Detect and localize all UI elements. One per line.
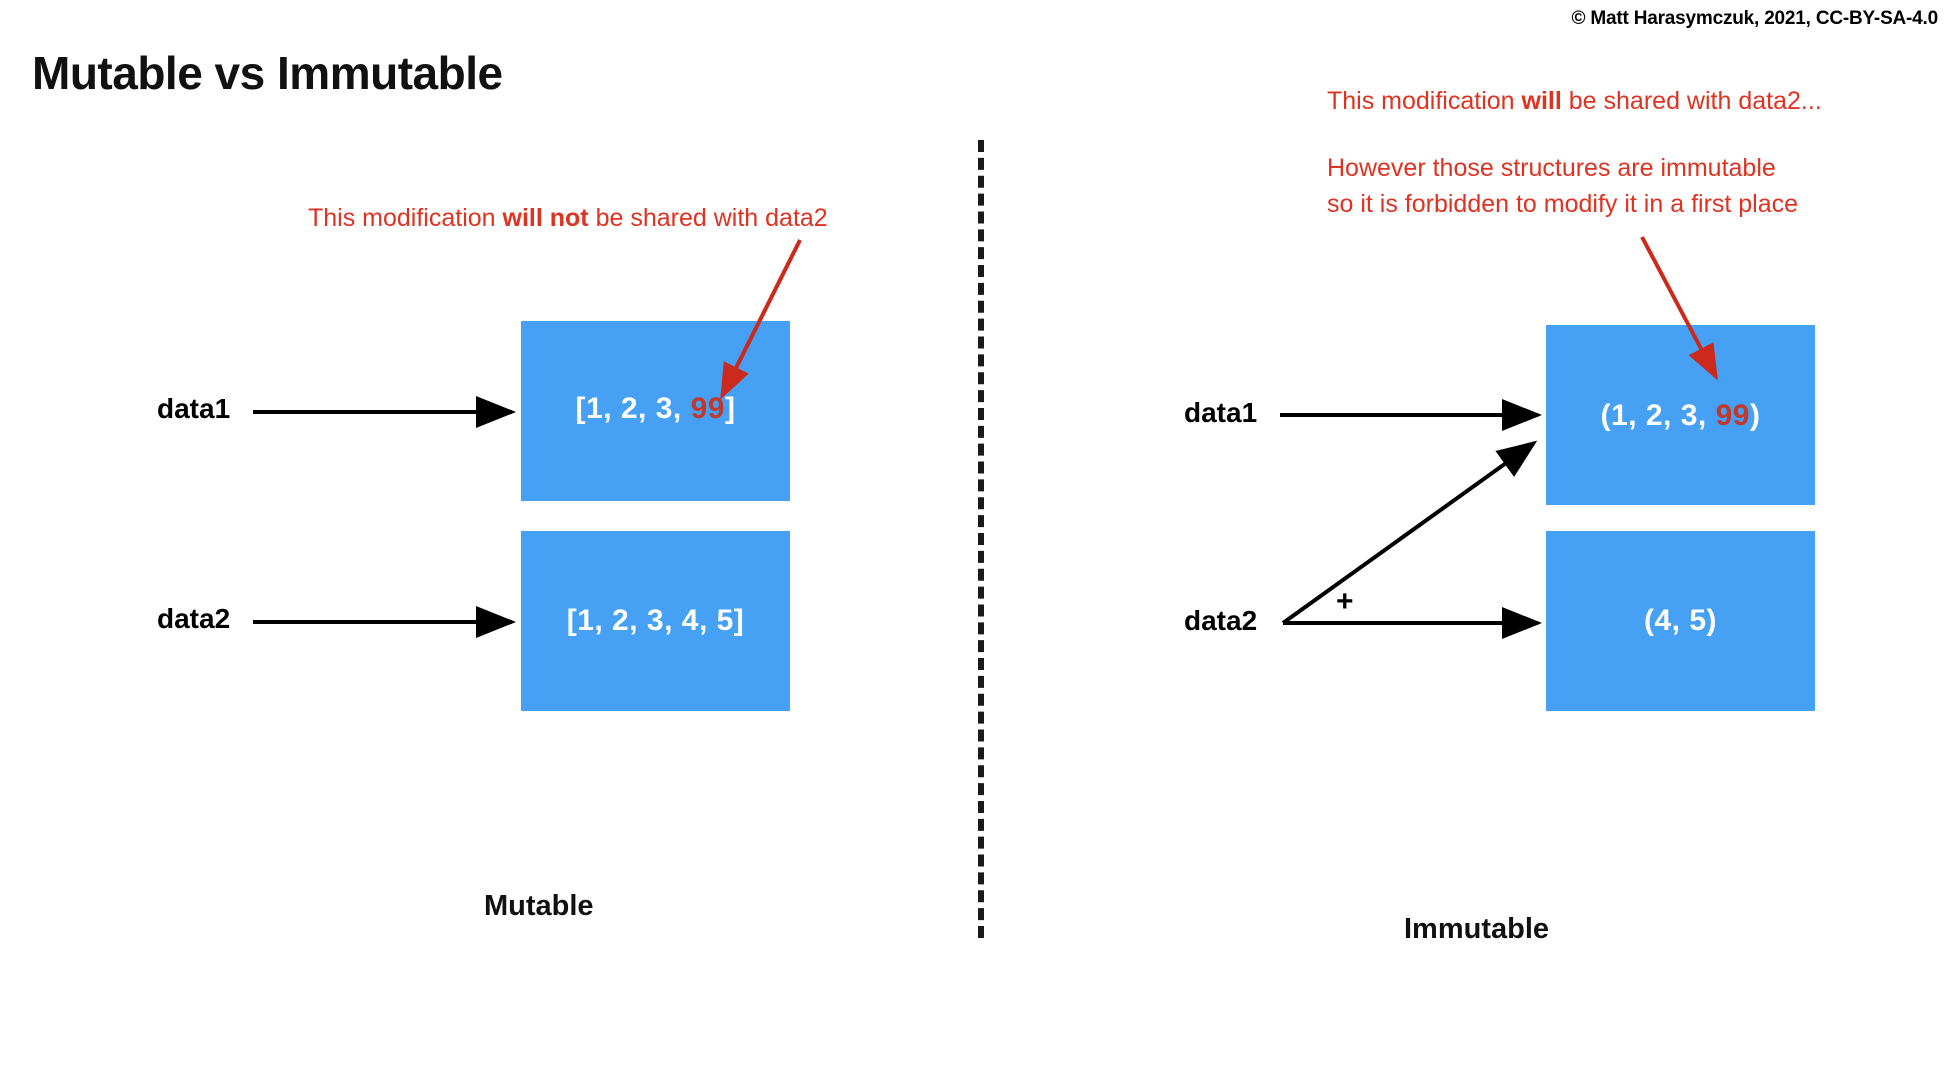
left-memory-box-2: [1, 2, 3, 4, 5] [521, 531, 790, 711]
right-memory-box-2: (4, 5) [1546, 531, 1815, 711]
right-box-1-prefix: (1, 2, 3, [1600, 399, 1716, 432]
right-annotation-2-line-1: However those structures are immutable [1327, 154, 1776, 182]
left-box-1-prefix: [1, 2, 3, [575, 392, 691, 425]
left-memory-box-1: [1, 2, 3, 99] [521, 321, 790, 501]
left-annotation-prefix: This modification [308, 204, 503, 232]
left-box-1-highlight: 99 [690, 392, 725, 425]
right-memory-box-1: (1, 2, 3, 99) [1546, 325, 1815, 505]
right-annotation-1-prefix: This modification [1327, 87, 1522, 115]
right-arrow-data2-diagonal-to-box1 [1281, 440, 1538, 625]
right-box-1-highlight: 99 [1715, 399, 1750, 432]
concat-operator-label: + [1336, 585, 1354, 618]
left-variable-label-data2: data2 [157, 603, 231, 634]
left-box-2-prefix: [1, 2, 3, 4, 5] [566, 604, 745, 637]
left-box-1-text: [1, 2, 3, 99] [576, 392, 736, 426]
left-box-1-suffix: ] [724, 392, 736, 425]
left-variable-label-data1: data1 [157, 393, 231, 424]
right-box-2-prefix: (4, 5) [1643, 604, 1718, 637]
copyright-notice: © Matt Harasymczuk, 2021, CC-BY-SA-4.0 [1571, 8, 1939, 29]
right-variable-label-data1: data1 [1184, 397, 1258, 428]
right-box-1-text: (1, 2, 3, 99) [1601, 399, 1761, 433]
left-annotation: This modification will not be shared wit… [308, 200, 828, 236]
right-annotation-2-line-2: so it is forbidden to modify it in a fir… [1327, 190, 1799, 218]
left-annotation-suffix: be shared with data2 [588, 204, 828, 232]
right-annotation-1: This modification will be shared with da… [1327, 83, 1822, 119]
right-variable-label-data2: data2 [1184, 605, 1258, 636]
right-annotation-1-emphasis: will [1521, 87, 1562, 115]
right-box-2-text: (4, 5) [1644, 604, 1717, 638]
right-panel-caption: Immutable [1404, 913, 1550, 945]
page-title: Mutable vs Immutable [32, 47, 503, 99]
left-box-2-text: [1, 2, 3, 4, 5] [567, 604, 745, 638]
right-annotation-2: However those structures are immutable s… [1327, 150, 1798, 222]
left-panel-caption: Mutable [484, 890, 594, 922]
right-annotation-1-suffix: be shared with data2... [1561, 87, 1822, 115]
left-annotation-emphasis: will not [502, 204, 589, 232]
right-box-1-suffix: ) [1749, 399, 1761, 432]
panel-divider [978, 140, 984, 938]
